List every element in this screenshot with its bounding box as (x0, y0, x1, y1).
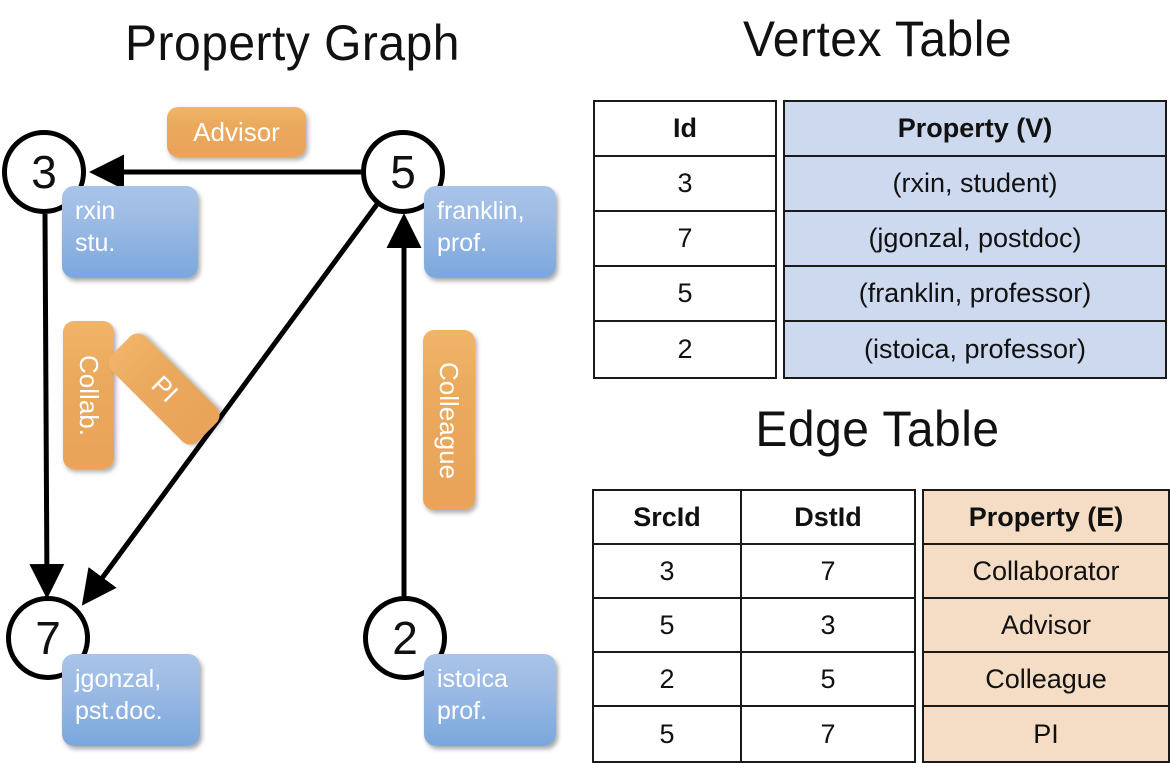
callout-line-1: istoica (437, 665, 508, 693)
table-cell-property: (franklin, professor) (785, 267, 1165, 322)
graph-node-3-label: 3 (31, 146, 57, 198)
vertex-table-column-id: Id 3 7 5 2 (593, 100, 777, 379)
edge-label-colleague-text: Colleague (434, 361, 465, 479)
table-cell-id: 7 (595, 212, 775, 267)
callout-line-2: prof. (437, 229, 488, 257)
graph-node-3-property-callout: rxin stu. (62, 186, 198, 278)
edge-table-header-property: Property (E) (924, 491, 1168, 545)
table-cell-dstid: 7 (820, 718, 836, 749)
table-cell-property: (istoica, professor) (863, 334, 1087, 364)
table-cell-property: Colleague (924, 653, 1168, 707)
graph-node-2-label: 2 (392, 612, 418, 664)
table-cell-dstid: 7 (742, 545, 914, 599)
edge-table-column-property: Property (E) Collaborator Advisor Collea… (922, 489, 1170, 763)
edge-label-advisor-text: Advisor (193, 116, 280, 147)
table-cell-srcid: 3 (594, 545, 740, 599)
page-title-edge-table: Edge Table (755, 401, 1000, 457)
table-cell-id: 5 (595, 267, 775, 322)
graph-node-2[interactable]: 2 (363, 596, 447, 680)
callout-line-2: stu. (75, 229, 116, 257)
edge-table-header-dstid: DstId (742, 491, 914, 545)
edge-label-collab-text: Collab. (74, 354, 104, 436)
edge-table-column-srcid: SrcId 3 5 2 5 (592, 489, 742, 763)
edge-label-pi-text: PI (145, 369, 184, 408)
edge-table-header-srcid: SrcId (594, 491, 740, 545)
vertex-table: Id 3 7 5 2 Property (V) (rxin, student) … (593, 100, 1167, 379)
table-cell-id: 2 (677, 334, 693, 364)
page-title-vertex-table: Vertex Table (742, 11, 1013, 67)
edge-table: SrcId 3 5 2 5 DstId 7 3 5 7 Property (E)… (592, 489, 1170, 763)
table-cell-property: Advisor (924, 599, 1168, 653)
table-cell-property: PI (1033, 718, 1059, 749)
graph-node-7-label: 7 (35, 612, 61, 664)
callout-line-1: rxin (75, 197, 116, 225)
table-cell-srcid: 2 (594, 653, 740, 707)
table-cell-srcid: 5 (594, 599, 740, 653)
edge-table-column-dstid: DstId 7 3 5 7 (740, 489, 916, 763)
table-cell-dstid: 3 (742, 599, 914, 653)
edge-label-colleague: Colleague (423, 330, 475, 510)
property-graph-diagram: 3 5 7 2 rxin stu. franklin, prof. jgonza… (0, 0, 585, 760)
edge-label-advisor: Advisor (167, 107, 306, 157)
graph-edge-arrows (29, 154, 422, 606)
edge-arrow-5-to-7 (81, 201, 381, 606)
edge-label-collab: Collab. (63, 321, 114, 469)
table-cell-property: (jgonzal, postdoc) (785, 212, 1165, 267)
vertex-table-header-property: Property (V) (785, 102, 1165, 157)
callout-line-1: franklin, (437, 197, 525, 225)
graph-node-7-property-callout: jgonzal, pst.doc. (62, 654, 200, 746)
table-cell-srcid: 5 (659, 718, 675, 749)
edge-arrow-3-to-7 (29, 213, 65, 599)
table-cell-dstid: 5 (742, 653, 914, 707)
vertex-table-header-id: Id (595, 102, 775, 157)
table-cell-id: 3 (595, 157, 775, 212)
callout-line-1: jgonzal, (75, 665, 162, 693)
graph-node-5[interactable]: 5 (361, 130, 445, 214)
graph-node-5-label: 5 (390, 146, 416, 198)
table-cell-property: Collaborator (924, 545, 1168, 599)
vertex-table-column-property: Property (V) (rxin, student) (jgonzal, p… (783, 100, 1167, 379)
callout-line-2: pst.doc. (75, 697, 163, 725)
page-title-property-graph: Property Graph (125, 15, 460, 71)
graph-node-2-property-callout: istoica prof. (424, 654, 556, 746)
graph-node-5-property-callout: franklin, prof. (424, 186, 556, 278)
table-cell-property: (rxin, student) (785, 157, 1165, 212)
callout-line-2: prof. (437, 697, 488, 725)
